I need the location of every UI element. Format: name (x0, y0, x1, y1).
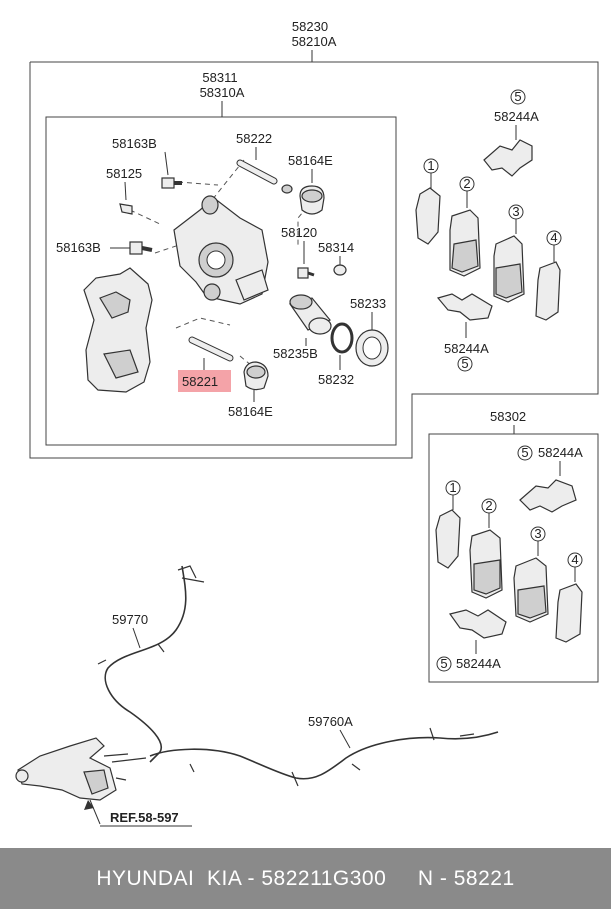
label-58302: 58302 (490, 409, 526, 424)
label-58233: 58233 (350, 296, 386, 311)
label-58232: 58232 (318, 372, 354, 387)
label-58164e-bot: 58164E (228, 404, 273, 419)
label-58222: 58222 (236, 131, 272, 146)
label-59770: 59770 (112, 612, 148, 627)
label-58125: 58125 (106, 166, 142, 181)
caliper-frame (45, 116, 397, 446)
marker-5-d (436, 656, 452, 672)
kit-pad-shim-1 (435, 509, 461, 569)
marker-5-a (510, 89, 526, 105)
marker-1-b-text: 1 (449, 480, 456, 495)
label-58310a: 58310A (200, 85, 245, 100)
marker-2-b-text: 2 (485, 498, 492, 513)
marker-4-a-text: 4 (550, 230, 557, 245)
footer-part-number: HYUNDAI KIA - 582211G300 N - 58221 (96, 866, 515, 890)
parts-diagram: 58230 58210A 58311 58310A 58163B 58222 5… (15, 19, 599, 827)
marker-3-a-text: 3 (512, 204, 519, 219)
guide-pin-58222 (236, 159, 278, 185)
label-58120: 58120 (281, 225, 317, 240)
label-58314: 58314 (318, 240, 354, 255)
label-58163b-mid: 58163B (56, 240, 101, 255)
label-58244a-1: 58244A (494, 109, 539, 124)
bolt-58163b-mid (129, 241, 153, 255)
pad-kit-frame (428, 433, 599, 683)
cap-58314 (333, 264, 347, 276)
cable-59770 (104, 565, 187, 763)
seal-58232 (330, 322, 354, 354)
marker-4-b-text: 4 (571, 552, 578, 567)
label-58235b: 58235B (273, 346, 318, 361)
kit-pad-shim-4 (555, 583, 583, 643)
label-58244a-2: 58244A (444, 341, 489, 356)
kit-shim-clip-bottom (448, 609, 507, 639)
boot-58233 (355, 329, 389, 367)
pad-shim-1-a (415, 187, 441, 245)
pad-shim-4-a (535, 261, 561, 321)
label-ref-58-597: REF.58-597 (110, 810, 179, 825)
clip-58125 (119, 203, 133, 215)
assembly-frame (29, 61, 599, 459)
marker-1-a-text: 1 (427, 158, 434, 173)
label-58164e-top: 58164E (288, 153, 333, 168)
guide-pin-58221 (188, 336, 234, 362)
piston-58235b (289, 294, 332, 335)
bolt-58163b-top (161, 177, 182, 189)
marker-5-c (517, 445, 533, 461)
cable-59760a (149, 731, 499, 780)
shim-clip-bottom (436, 293, 493, 321)
shim-clip-top (483, 139, 533, 177)
label-58210a: 58210A (292, 34, 337, 49)
footer-bar: HYUNDAI KIA - 582211G300 N - 58221 (0, 848, 611, 909)
bleeder-58120 (297, 267, 315, 279)
parking-lever-assembly (15, 737, 147, 801)
label-58311: 58311 (202, 70, 237, 85)
marker-5-c-text: 5 (521, 445, 528, 460)
marker-3-b-text: 3 (534, 526, 541, 541)
marker-5-b-text: 5 (461, 356, 468, 371)
label-58230: 58230 (292, 19, 328, 34)
label-58221: 58221 (182, 374, 218, 389)
label-58244a-4: 58244A (456, 656, 501, 671)
marker-5-b (457, 356, 473, 372)
marker-5-d-text: 5 (440, 656, 447, 671)
label-59760a: 59760A (308, 714, 353, 729)
marker-5-a-text: 5 (514, 89, 521, 104)
label-58244a-3: 58244A (538, 445, 583, 460)
boot-58164e-top (299, 185, 325, 215)
kit-shim-clip-top (519, 479, 577, 513)
boot-58164e-bottom (243, 361, 269, 391)
label-58163b-top: 58163B (112, 136, 157, 151)
marker-2-a-text: 2 (463, 176, 470, 191)
highlight-58221 (178, 370, 231, 392)
